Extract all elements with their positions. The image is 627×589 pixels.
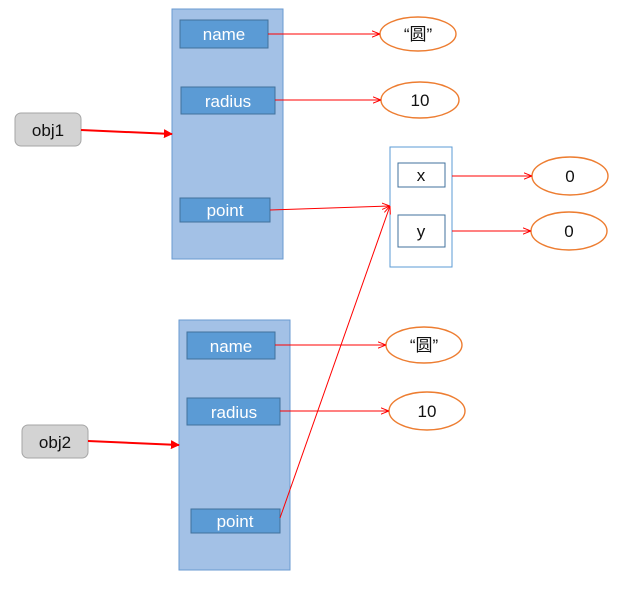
object2-point-field: point — [190, 508, 281, 534]
object2-radius-field: radius — [186, 397, 281, 426]
point-x-value-text: 0 — [565, 167, 574, 186]
object2-radius-label: radius — [211, 403, 257, 422]
object1: name radius point — [171, 8, 284, 260]
object2: name radius point — [178, 319, 291, 571]
obj2-pointer-arrow — [87, 440, 180, 450]
obj1-reference: obj1 — [14, 112, 82, 147]
object2-name-value: “圆” — [385, 326, 463, 364]
object1-name-value: “圆” — [379, 16, 457, 52]
point-y-field: y — [397, 214, 446, 248]
object1-point-label: point — [207, 201, 244, 220]
object2-name-label: name — [210, 337, 253, 356]
point-y-label: y — [417, 222, 426, 241]
obj1-label: obj1 — [32, 121, 64, 140]
object1-point-field: point — [179, 197, 271, 223]
object1-name-label: name — [203, 25, 246, 44]
object2-name-value-text: “圆” — [410, 336, 439, 355]
point-object: x y — [389, 146, 453, 268]
obj1-pointer-arrow — [80, 129, 173, 139]
point-x-value: 0 — [531, 156, 609, 196]
object2-point-arrow — [279, 206, 390, 519]
object1-name-value-text: “圆” — [404, 25, 433, 44]
obj2-reference: obj2 — [21, 424, 89, 459]
object2-radius-value-text: 10 — [418, 402, 437, 421]
object2-radius-value: 10 — [388, 391, 466, 431]
point-y-value-text: 0 — [564, 222, 573, 241]
point-x-field: x — [397, 162, 446, 188]
object2-name-field: name — [186, 331, 276, 360]
object1-radius-label: radius — [205, 92, 251, 111]
point-x-label: x — [417, 166, 426, 185]
obj2-label: obj2 — [39, 433, 71, 452]
object1-radius-value: 10 — [380, 81, 460, 119]
object1-radius-value-text: 10 — [411, 91, 430, 110]
object1-name-field: name — [179, 19, 269, 49]
object1-point-arrow — [269, 206, 390, 211]
object2-point-label: point — [217, 512, 254, 531]
point-y-value: 0 — [530, 211, 608, 251]
object1-radius-field: radius — [180, 86, 276, 115]
